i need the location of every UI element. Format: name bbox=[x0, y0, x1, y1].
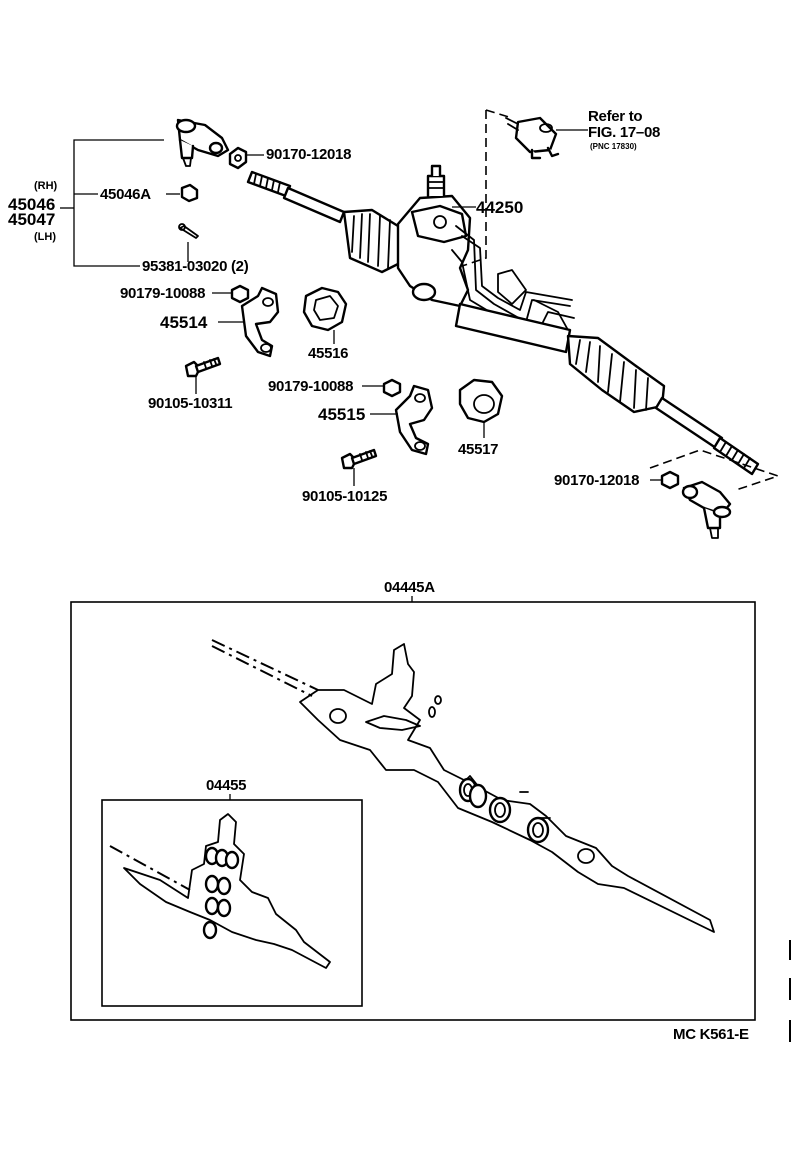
kit-04455-box bbox=[101, 799, 363, 1007]
label-90170-top: 90170-12018 bbox=[266, 146, 351, 163]
bolt-90105-b bbox=[340, 448, 378, 470]
grommet-45516 bbox=[302, 286, 348, 332]
label-90179-a: 90179-10088 bbox=[120, 285, 205, 302]
label-90179-b: 90179-10088 bbox=[268, 378, 353, 395]
label-lh: (LH) bbox=[34, 231, 56, 243]
bracket-45515 bbox=[394, 384, 434, 456]
label-90170-bottom: 90170-12018 bbox=[554, 472, 639, 489]
jam-nut-45046a bbox=[180, 183, 199, 203]
nut-90179-b bbox=[382, 378, 402, 398]
kit-04445a-seals bbox=[458, 777, 550, 844]
nut-90170-top bbox=[228, 146, 248, 170]
nut-90170-bottom bbox=[660, 470, 680, 490]
figure-code: MC K561-E bbox=[673, 1026, 749, 1043]
kit-04455-gasket-outline bbox=[109, 813, 331, 969]
label-refer-line1: Refer to bbox=[588, 108, 642, 125]
label-refer-line2: FIG. 17–08 bbox=[588, 124, 660, 141]
label-kit-04445a: 04445A bbox=[384, 579, 435, 596]
label-45046a: 45046A bbox=[100, 186, 151, 203]
label-kit-04455: 04455 bbox=[206, 777, 246, 794]
label-refer-pnc: (PNC 17830) bbox=[590, 142, 637, 151]
label-45514: 45514 bbox=[160, 313, 208, 332]
label-45046: 45046 bbox=[8, 195, 55, 214]
grommet-45517 bbox=[458, 378, 504, 424]
bracket-45514 bbox=[240, 286, 280, 358]
nut-90179-a bbox=[230, 284, 250, 304]
label-45515: 45515 bbox=[318, 405, 365, 424]
label-44250: 44250 bbox=[476, 198, 523, 217]
label-45516: 45516 bbox=[308, 345, 348, 362]
kit-04445a-gasket-outline bbox=[211, 639, 715, 933]
cotter-pin-95381 bbox=[178, 223, 199, 239]
bolt-90105-a bbox=[184, 356, 222, 378]
tie-rod-end-top bbox=[175, 118, 230, 167]
label-90105-a: 90105-10311 bbox=[148, 395, 232, 412]
label-95381: 95381-03020 (2) bbox=[142, 258, 249, 275]
tie-rod-end-bottom bbox=[681, 480, 732, 539]
pressure-switch-refer-part bbox=[505, 116, 560, 160]
label-45047: 45047 bbox=[8, 210, 55, 229]
label-90105-b: 90105-10125 bbox=[302, 488, 387, 505]
label-rh: (RH) bbox=[34, 180, 58, 192]
label-45517: 45517 bbox=[458, 441, 498, 458]
kit-04445a-box bbox=[70, 601, 756, 1021]
kit-04455-seals bbox=[202, 846, 240, 940]
